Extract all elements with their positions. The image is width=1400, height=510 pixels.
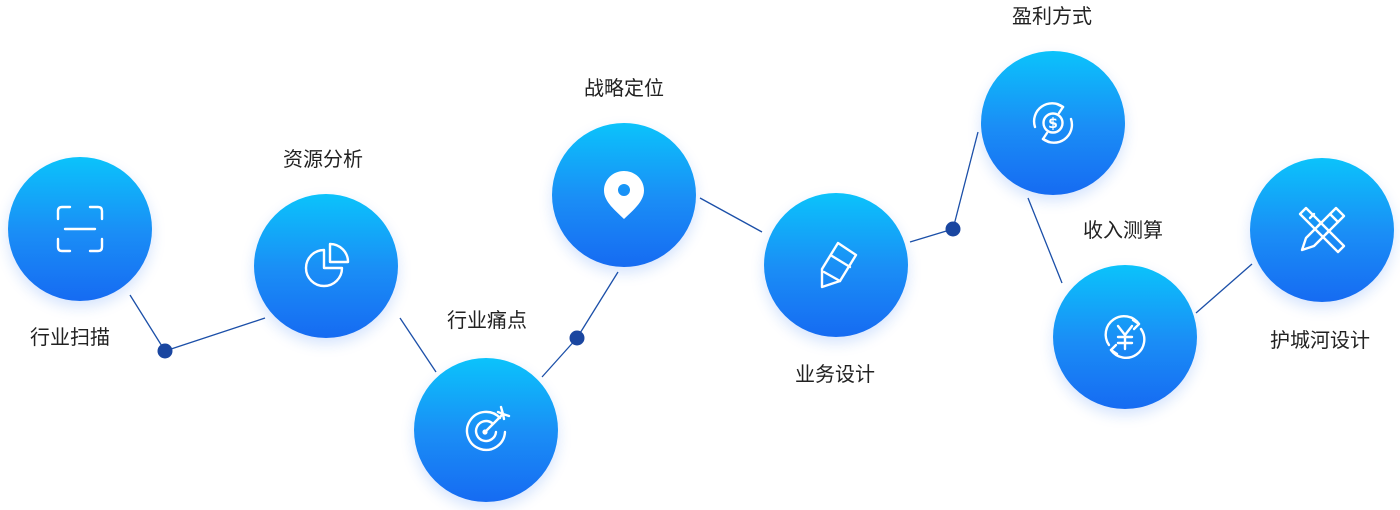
connector-position-biz	[699, 197, 763, 233]
step-node-pain	[414, 358, 558, 502]
connector-joint-profit	[952, 131, 979, 230]
step-label-pain: 行业痛点	[447, 308, 527, 332]
yuan-cycle-icon	[1104, 315, 1146, 359]
step-node-revenue	[1053, 265, 1197, 409]
step-label-biz: 业务设计	[795, 362, 875, 386]
step-node-scan	[8, 157, 152, 301]
step-node-position	[552, 123, 696, 267]
step-node-biz	[764, 193, 908, 337]
joint-dot	[569, 330, 585, 346]
pie-chart-icon	[304, 242, 350, 288]
step-node-moat	[1250, 158, 1394, 302]
ruler-pencil-icon	[1298, 206, 1346, 254]
step-label-scan: 行业扫描	[30, 325, 110, 349]
connector-pain-joint	[541, 337, 578, 378]
connector-resource-pain	[399, 317, 437, 373]
step-label-position: 战略定位	[584, 76, 664, 100]
connector-joint-resource	[164, 317, 266, 352]
pencil-edit-icon	[820, 241, 858, 289]
target-arrow-icon	[465, 405, 511, 452]
step-label-profit: 盈利方式	[1012, 4, 1092, 28]
dollar-cycle-icon: $	[1032, 102, 1074, 144]
step-label-revenue: 收入测算	[1083, 218, 1163, 242]
joint-dot	[157, 343, 173, 359]
connector-revenue-moat	[1195, 263, 1253, 314]
step-node-profit: $	[981, 51, 1125, 195]
step-label-resource: 资源分析	[283, 147, 363, 171]
map-pin-icon	[604, 171, 644, 219]
connector-profit-revenue	[1027, 197, 1063, 284]
scan-frame-icon	[56, 205, 104, 253]
connector-scan-joint	[129, 294, 166, 352]
step-node-resource	[254, 194, 398, 338]
svg-text:$: $	[1048, 116, 1058, 132]
connector-joint-position	[576, 271, 619, 339]
joint-dot	[945, 221, 961, 237]
step-label-moat: 护城河设计	[1270, 328, 1370, 352]
